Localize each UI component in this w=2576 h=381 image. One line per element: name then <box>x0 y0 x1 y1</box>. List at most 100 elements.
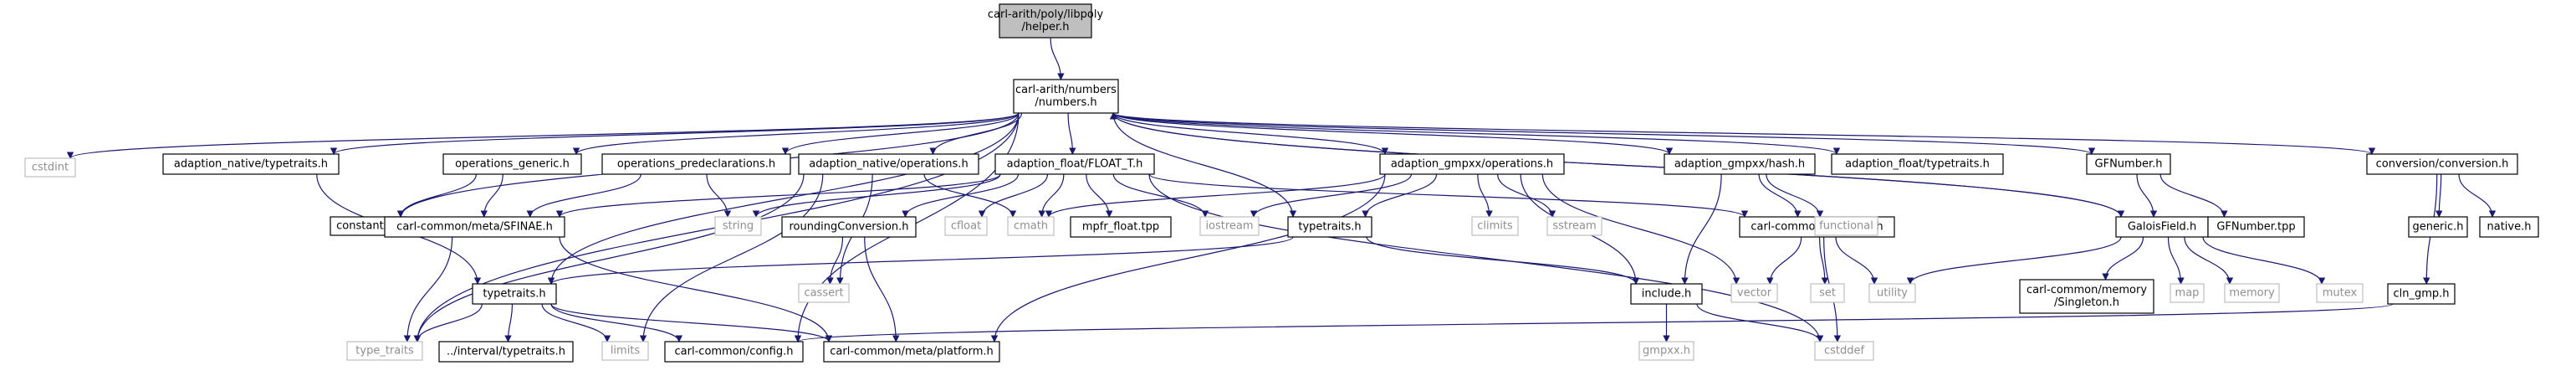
node-label: constants.h <box>336 220 400 233</box>
node-typetraits-interval-parent[interactable]: typetraits.h <box>472 283 557 305</box>
node-label: carl-common/meta/platform.h <box>830 346 993 358</box>
edge-adf_float-to-sfinae <box>555 173 1001 218</box>
node-label: generic.h <box>2413 221 2464 234</box>
edge-cln_gmp-to-config <box>795 303 2394 342</box>
edge-util_hash-to-vector <box>1766 236 1802 285</box>
node-adn-ops[interactable]: adaption_native/operations.h <box>798 153 979 175</box>
node-adn-typetraits[interactable]: adaption_native/typetraits.h <box>162 153 340 175</box>
node-label: /Singleton.h <box>2054 296 2119 309</box>
edge-adn_ops-to-cmath <box>923 173 1017 218</box>
edge-adg_ops-to-iostream <box>1250 173 1413 218</box>
node-label: GaloisField.h <box>2128 221 2196 234</box>
node-layer: carl-arith/poly/libpoly/helper.h carl-ari… <box>24 3 2539 363</box>
node-label: cstdint <box>32 162 69 174</box>
node-native[interactable]: native.h <box>2479 216 2539 238</box>
node-box <box>601 153 791 175</box>
node-adg-ops[interactable]: adaption_gmpxx/operations.h <box>1379 153 1565 175</box>
node-vector: vector <box>1730 283 1778 303</box>
node-label: carl-arith/numbers <box>1015 84 1117 96</box>
node-box <box>438 341 574 363</box>
node-label: adaption_native/typetraits.h <box>174 158 328 171</box>
edge-rounding-to-cassert <box>826 236 844 285</box>
node-functional: functional <box>1814 216 1878 236</box>
node-ops-generic[interactable]: operations_generic.h <box>442 153 582 175</box>
node-box <box>2366 153 2518 175</box>
edge-layer <box>67 37 2497 342</box>
node-conversion[interactable]: conversion/conversion.h <box>2366 153 2518 175</box>
node-label: carl-common/config.h <box>675 346 794 358</box>
edge-conversion-to-generic <box>2435 173 2443 218</box>
edge-ops_generic-to-sfinae <box>480 173 503 218</box>
node-label: GFNumber.h <box>2095 158 2163 171</box>
edge-galoisfield-to-numbers <box>1109 112 2122 218</box>
node-config[interactable]: carl-common/config.h <box>664 341 804 363</box>
node-generic[interactable]: generic.h <box>2408 216 2468 238</box>
edge-adf_float-to-mpfr <box>1086 173 1113 218</box>
node-box <box>2224 283 2280 303</box>
node-cfloat: cfloat <box>944 216 988 236</box>
node-include[interactable]: include.h <box>1630 283 1703 305</box>
edge-numbers-to-gfnumber <box>1112 112 2095 155</box>
edge-typetraits_interval_parent-to-interval_typetraits <box>504 303 514 342</box>
node-gfnumber-tpp[interactable]: GFNumber.tpp <box>2207 216 2305 238</box>
edge-adg_ops-to-sstream <box>1497 173 1556 218</box>
node-label: sstream <box>1552 220 1596 233</box>
node-box <box>384 216 565 238</box>
edge-adf_float-to-util_hash <box>1148 173 1748 218</box>
node-sfinae[interactable]: carl-common/meta/SFINAE.h <box>384 216 565 238</box>
edge-typetraits_interval_parent-to-type_traits <box>413 303 483 342</box>
edge-adf_float-to-cstddef <box>1148 173 1824 342</box>
edge-galoisfield-to-memory <box>2184 236 2234 285</box>
node-ops-predecl[interactable]: operations_predeclarations.h <box>601 153 791 175</box>
node-label: iostream <box>1205 220 1253 233</box>
node-box <box>2086 153 2171 175</box>
node-mpfr[interactable]: mpfr_float.tpp <box>1070 216 1172 238</box>
node-label: type_traits <box>355 345 414 358</box>
edge-ops_generic-to-constants <box>396 173 477 218</box>
edge-sfinae-to-type_traits <box>403 236 453 342</box>
node-interval-typetraits[interactable]: ../interval/typetraits.h <box>438 341 574 363</box>
node-label: cmath <box>1014 220 1048 233</box>
node-sstream: sstream <box>1546 216 1602 236</box>
node-box <box>1070 216 1172 238</box>
node-gmpxx: gmpxx.h <box>1638 341 1694 361</box>
node-typetraits-local[interactable]: typetraits.h <box>1287 216 1372 238</box>
node-gfnumber[interactable]: GFNumber.h <box>2086 153 2171 175</box>
node-climits: climits <box>1471 216 1519 236</box>
node-string: string <box>714 216 762 236</box>
node-adg-hash[interactable]: adaption_gmpxx/hash.h <box>1664 153 1816 175</box>
node-adf-typetraits[interactable]: adaption_float/typetraits.h <box>1831 153 2004 175</box>
edge-adg_ops-to-typetraits_local <box>1362 173 1438 218</box>
node-cln-gmp[interactable]: cln_gmp.h <box>2387 283 2456 305</box>
edge-typetraits_local-to-include <box>1366 236 1640 285</box>
node-label: operations_generic.h <box>455 158 570 171</box>
node-label: climits <box>1477 220 1513 233</box>
node-platform[interactable]: carl-common/meta/platform.h <box>823 341 1000 363</box>
edge-gfnumber-to-gfnumber_tpp <box>2159 173 2228 218</box>
node-singleton[interactable]: carl-common/memory/Singleton.h <box>2019 279 2154 314</box>
node-label: gmpxx.h <box>1643 345 1690 358</box>
node-label: carl-common/meta/SFINAE.h <box>396 221 553 234</box>
edge-numbers-to-adg_ops <box>1112 112 1389 155</box>
node-label: adaption_float/typetraits.h <box>1845 158 1990 171</box>
edge-galoisfield-to-utility <box>1906 236 2122 285</box>
node-box <box>944 216 988 236</box>
node-adf-float[interactable]: adaption_float/FLOAT_T.h <box>994 153 1155 175</box>
node-label: ../interval/typetraits.h <box>447 346 565 358</box>
node-numbers[interactable]: carl-arith/numbers/numbers.h <box>1013 79 1119 114</box>
node-label: string <box>723 220 754 233</box>
node-galoisfield[interactable]: GaloisField.h <box>2115 216 2209 238</box>
node-limits: limits <box>601 341 649 361</box>
node-label: adaption_float/FLOAT_T.h <box>1007 158 1143 171</box>
node-map: map <box>2170 283 2205 303</box>
node-box <box>1287 216 1372 238</box>
edge-adf_float-to-rounding <box>902 173 1020 218</box>
edge-gfnumber-to-galoisfield <box>2136 173 2158 218</box>
edge-util_hash-to-set <box>1819 236 1829 285</box>
node-helper[interactable]: carl-arith/poly/libpoly/helper.h <box>988 3 1104 39</box>
edge-numbers-to-adf_float <box>1067 112 1076 155</box>
node-label: mpfr_float.tpp <box>1082 221 1159 234</box>
node-set: set <box>1810 283 1845 303</box>
node-rounding[interactable]: roundingConversion.h <box>781 216 917 238</box>
node-box <box>24 157 76 178</box>
